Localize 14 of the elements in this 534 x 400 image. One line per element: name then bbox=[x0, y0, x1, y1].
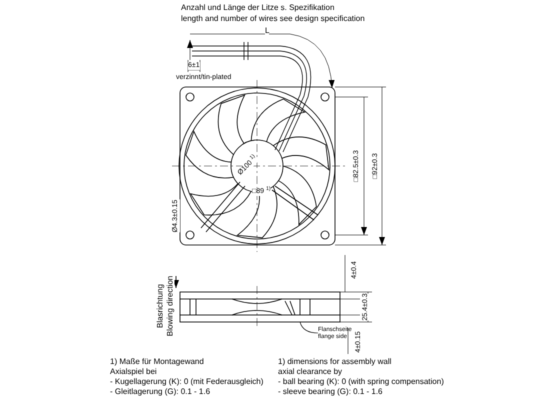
footnote-text: 1) Maße für Montagewand bbox=[110, 357, 204, 366]
footnote-text: - ball bearing (K): 0 (with spring compensation) bbox=[278, 377, 444, 386]
footnote-text: 1) dimensions for assembly wall bbox=[278, 357, 392, 366]
footnote-text: - Kugellagerung (K): 0 (mit Federausgleich) bbox=[110, 377, 264, 386]
note-text: length and number of wires see design specification bbox=[181, 14, 365, 23]
direction-label: Blasrichtung bbox=[156, 284, 164, 328]
footnote-text: axial clearance by bbox=[278, 367, 342, 376]
footnote-text: - sleeve bearing (G): 0.1 - 1.6 bbox=[278, 387, 382, 396]
dimension-label: L bbox=[265, 26, 270, 35]
footnote-text: - Gleitlagerung (G): 0.1 - 1.6 bbox=[110, 387, 210, 396]
note-text: Anzahl und Länge der Litze s. Spezifikation bbox=[181, 3, 334, 12]
flange-bar bbox=[180, 314, 340, 322]
footnote-text: Axialspiel bei bbox=[110, 367, 157, 376]
leader-line bbox=[300, 322, 318, 334]
